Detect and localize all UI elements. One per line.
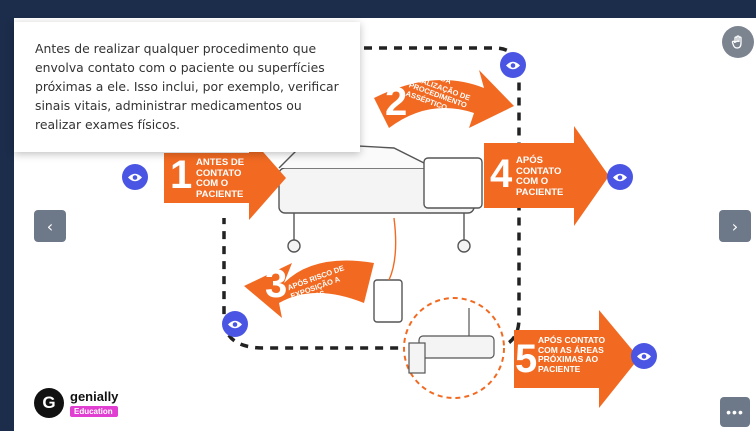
step-5-label: APÓS CONTATO COM AS ÁREAS PRÓXIMAS AO PA… — [538, 336, 606, 374]
hotspot-eye-button-2[interactable] — [500, 52, 526, 78]
eye-icon — [636, 351, 652, 362]
step-3-number: 3 — [265, 262, 287, 307]
step-1-number: 1 — [170, 153, 192, 198]
eye-icon — [612, 172, 628, 183]
brand-badge: Education — [70, 406, 118, 417]
step-4-label: APÓS CONTATO COM O PACIENTE — [516, 156, 586, 198]
eye-icon — [127, 172, 143, 183]
next-slide-button[interactable]: › — [719, 210, 751, 242]
step-4-number: 4 — [490, 152, 512, 197]
genially-mark: G — [34, 388, 64, 418]
more-options-button[interactable]: ••• — [720, 397, 750, 427]
chevron-right-icon: › — [732, 217, 738, 236]
more-icon: ••• — [726, 404, 744, 420]
interact-mode-button[interactable] — [722, 26, 754, 58]
step-5-number: 5 — [515, 337, 537, 382]
eye-icon — [505, 60, 521, 71]
hand-icon — [730, 34, 746, 50]
hotspot-eye-button-4[interactable] — [607, 164, 633, 190]
eye-icon — [227, 319, 243, 330]
hotspot-eye-button-1[interactable] — [122, 164, 148, 190]
hotspot-eye-button-5[interactable] — [631, 343, 657, 369]
brand-name: genially — [70, 389, 118, 404]
step-1-label: ANTES DE CONTATO COM O PACIENTE — [196, 158, 266, 200]
genially-logo[interactable]: G genially Education — [34, 388, 118, 418]
prev-slide-button[interactable]: ‹ — [34, 210, 66, 242]
tooltip-text: Antes de realizar qualquer procedimento … — [35, 39, 340, 134]
tooltip-popup: Antes de realizar qualquer procedimento … — [14, 22, 360, 152]
chevron-left-icon: ‹ — [47, 217, 53, 236]
step-2-number: 2 — [385, 80, 407, 125]
hotspot-eye-button-3[interactable] — [222, 311, 248, 337]
